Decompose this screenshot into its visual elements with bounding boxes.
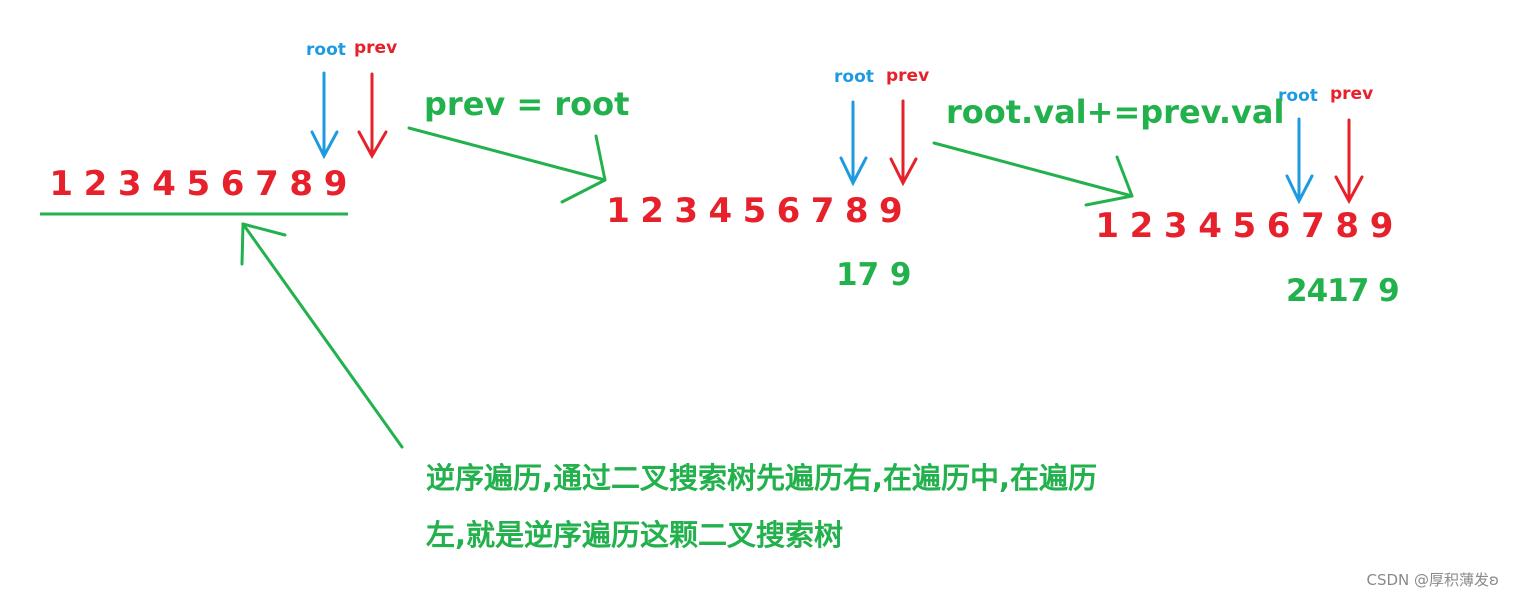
explanation-note: 逆序遍历,通过二叉搜索树先遍历右,在遍历中,在遍历 左,就是逆序遍历这颗二叉搜索…	[426, 450, 1206, 564]
sequence-digit: 7	[255, 164, 279, 204]
sequence-digit: 4	[708, 191, 733, 231]
sequence-digit: 2	[83, 164, 108, 204]
sequence-digit: 4	[152, 164, 176, 204]
watermark: CSDN @厚积薄发ʚ	[1366, 571, 1500, 589]
sequence-digit: 7	[810, 191, 835, 231]
sequence-digit: 3	[1163, 206, 1188, 246]
transition-arrow-1	[407, 126, 607, 204]
prev-label-3: prev	[1330, 84, 1374, 104]
running-sum-stage-2: 17 9	[836, 257, 912, 293]
sequence-digit: 6	[776, 191, 801, 231]
sequence-digit: 9	[878, 191, 903, 231]
sequence-stage-2: 1 2 3 4 5 6 7 8 9	[601, 194, 908, 228]
sequence-digit: 1	[1095, 206, 1119, 246]
sequence-stage-1: 1 2 3 4 5 6 7 8 9	[44, 167, 353, 201]
root-pointer-arrow-2	[839, 100, 868, 187]
root-pointer-arrow-3	[1285, 117, 1314, 205]
sequence-digit: 8	[289, 164, 314, 204]
prev-label-2: prev	[886, 66, 930, 86]
sequence-digit: 8	[844, 191, 869, 231]
root-pointer-arrow-1	[310, 71, 339, 160]
sequence-digit: 6	[1266, 206, 1291, 246]
sequence-digit: 5	[742, 191, 767, 231]
sequence-digit: 9	[1369, 206, 1394, 246]
transition-arrow-2	[932, 141, 1134, 207]
prev-pointer-arrow-2	[889, 99, 918, 187]
sequence-digit: 4	[1198, 206, 1222, 246]
operation-step-1: prev = root	[424, 85, 630, 123]
running-sum-stage-3: 2417 9	[1286, 273, 1400, 309]
root-label-2: root	[834, 67, 874, 87]
root-label-1: root	[306, 40, 346, 60]
prev-pointer-arrow-1	[357, 72, 388, 160]
sequence-stage-3: 1 2 3 4 5 6 7 8 9	[1090, 209, 1399, 243]
sequence-digit: 8	[1335, 206, 1360, 246]
sequence-digit: 3	[117, 164, 142, 204]
sequence-digit: 9	[323, 164, 348, 204]
sequence-digit: 7	[1301, 206, 1325, 246]
sequence-digit: 1	[606, 191, 630, 231]
explanation-line-1: 逆序遍历,通过二叉搜索树先遍历右,在遍历中,在遍历	[426, 461, 1098, 495]
sequence-digit: 3	[674, 191, 699, 231]
prev-label-1: prev	[354, 38, 398, 58]
sequence-digit: 5	[186, 164, 211, 204]
explanation-line-2: 左,就是逆序遍历这颗二叉搜索树	[426, 518, 844, 552]
sequence-digit: 1	[49, 164, 73, 204]
sequence-digit: 2	[640, 191, 664, 231]
operation-step-2: root.val+=prev.val	[946, 93, 1285, 131]
sequence-digit: 6	[220, 164, 245, 204]
sequence-digit: 2	[1129, 206, 1154, 246]
note-pointer-arrow	[240, 222, 404, 449]
root-label-3: root	[1278, 86, 1318, 106]
sequence-digit: 5	[1232, 206, 1257, 246]
prev-pointer-arrow-3	[1334, 118, 1364, 205]
